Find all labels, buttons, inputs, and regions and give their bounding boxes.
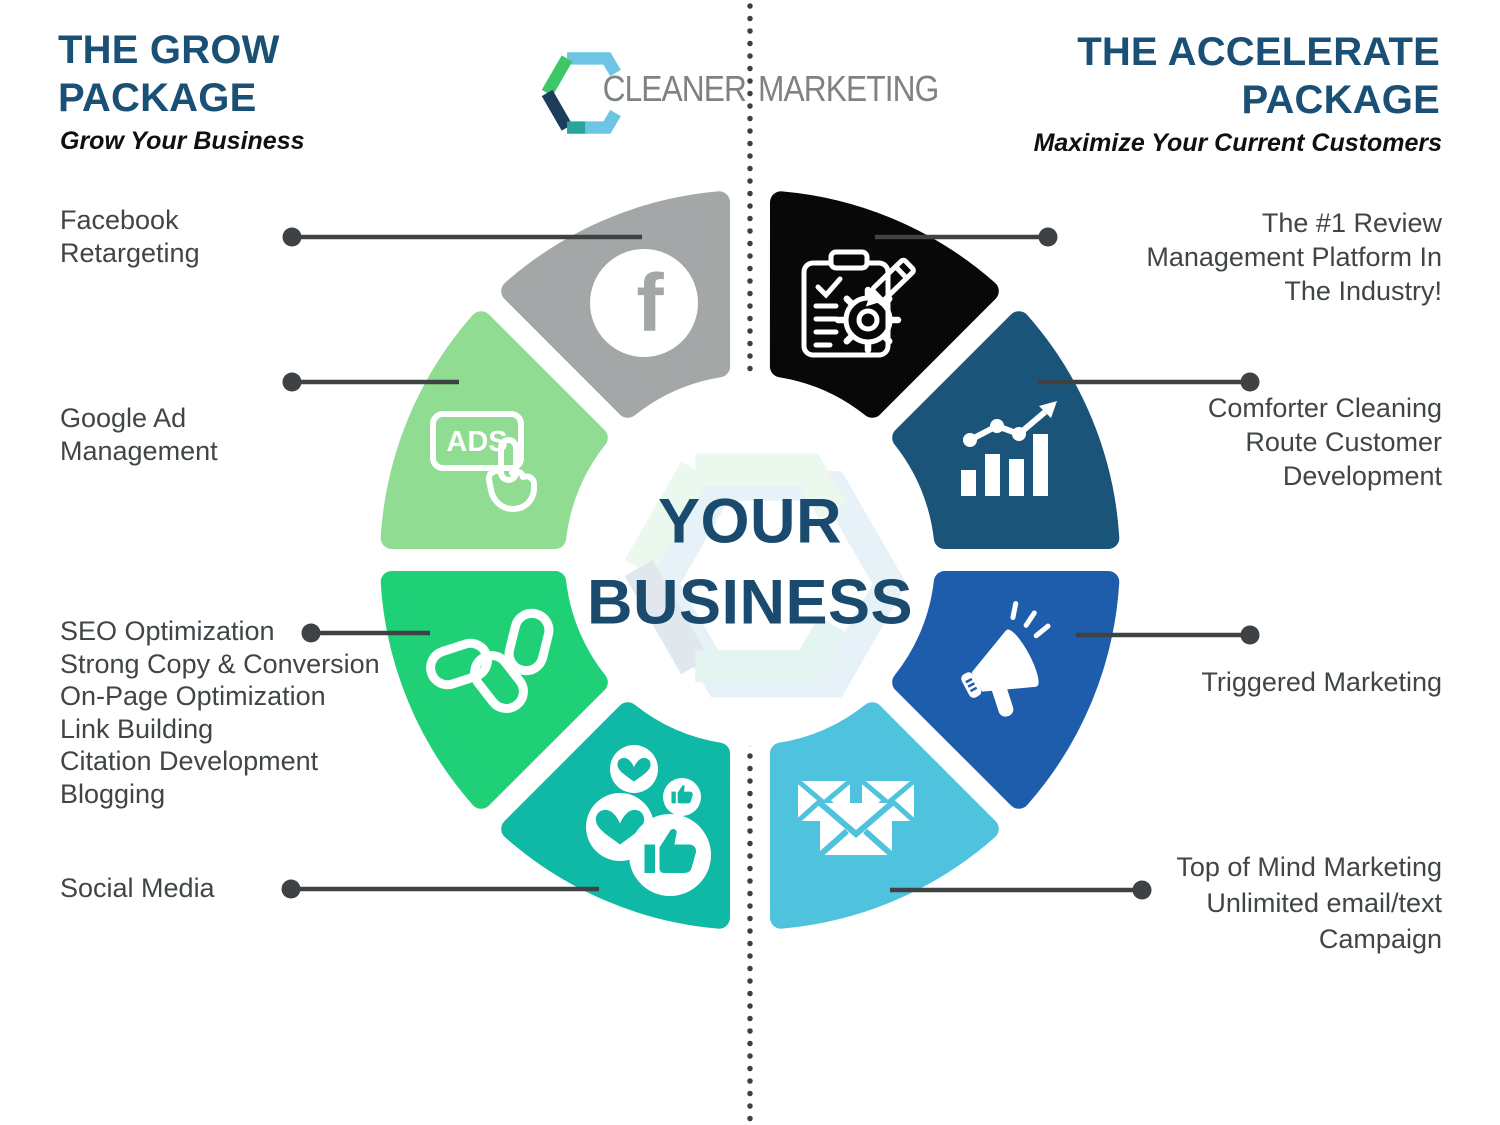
connectors: [291, 234, 1250, 893]
ads-click-icon: ADS: [430, 411, 537, 512]
likes-hearts-icon: [586, 745, 711, 896]
label-google-ad-management: Google Ad Management: [60, 403, 218, 466]
facebook-f-letter: f: [636, 258, 664, 349]
connector-dot: [1240, 372, 1260, 392]
label-top-of-mind-marketing: Top of Mind Marketing Unlimited email/te…: [1176, 852, 1442, 954]
label-seo-optimization: SEO Optimization Strong Copy & Conversio…: [60, 616, 380, 809]
connector-dot: [282, 227, 302, 247]
brand-wordmark-right: MARKETING: [758, 68, 939, 109]
connector-dot: [281, 879, 301, 899]
your-business-label: YOUR BUSINESS: [586, 486, 914, 637]
label-triggered-marketing: Triggered Marketing: [1201, 667, 1442, 697]
connector-dots: [281, 227, 1260, 900]
growth-chart-icon: [961, 401, 1057, 496]
connector-dot: [1132, 880, 1152, 900]
accelerate-package-subtitle: Maximize Your Current Customers: [1033, 129, 1442, 157]
chain-links-icon: [426, 608, 554, 713]
label-comforter-cleaning: Comforter Cleaning Route Customer Develo…: [1207, 393, 1442, 491]
brand-logo-icon: [541, 52, 621, 134]
grow-package-title: THE GROW PACKAGE: [58, 28, 280, 120]
connector-dot: [282, 372, 302, 392]
clipboard-gear-pencil-icon: [801, 249, 916, 358]
connector-dot: [1240, 625, 1260, 645]
envelopes-icon: [796, 779, 916, 858]
megaphone-icon: [961, 601, 1051, 717]
label-review-management: The #1 Review Management Platform In The…: [1146, 208, 1442, 306]
facebook-f-icon: f: [590, 249, 698, 357]
connector-dot: [301, 623, 321, 643]
hub-circle: [564, 374, 936, 746]
ads-label: ADS: [446, 426, 507, 458]
wedge-google-ads: [380, 311, 608, 549]
accelerate-package-title: THE ACCELERATE PACKAGE: [1077, 30, 1440, 122]
connector-dot: [1038, 227, 1058, 247]
brand-wordmark-left: CLEANER: [602, 68, 747, 109]
logo-watermark: [624, 453, 907, 698]
label-social-media: Social Media: [60, 873, 215, 903]
label-facebook-retargeting: Facebook Retargeting: [60, 205, 200, 268]
grow-package-subtitle: Grow Your Business: [60, 127, 305, 155]
